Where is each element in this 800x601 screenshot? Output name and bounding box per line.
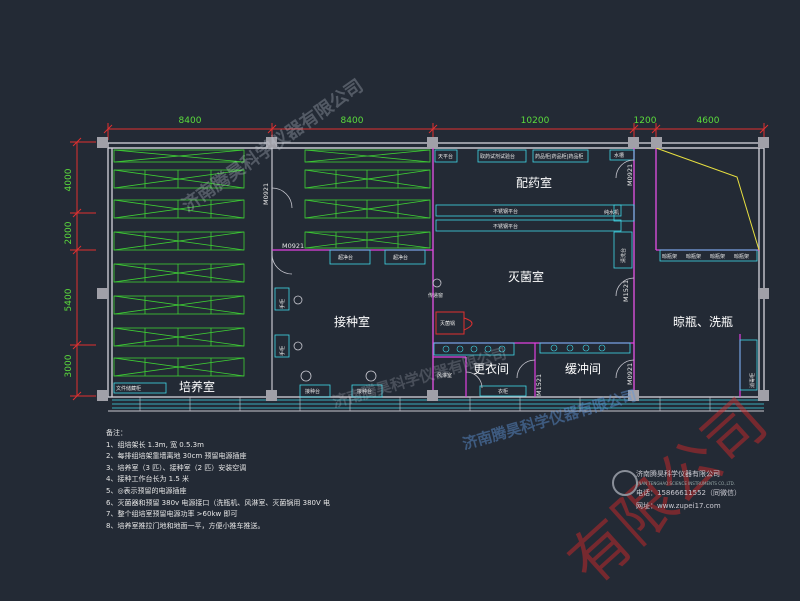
- fixtures-cyan: [113, 149, 758, 398]
- shelf-row: [304, 149, 431, 163]
- note-item: 5、◎表示预留的电源插座: [106, 486, 187, 495]
- door-tag: M1521: [535, 374, 543, 396]
- left-dimension-line: [70, 137, 96, 401]
- door-tag: M0921: [262, 183, 270, 205]
- equip-label: 不锈钢平台: [493, 208, 518, 215]
- equip-label: 超净台: [393, 254, 408, 261]
- door-tag: M0921: [626, 363, 634, 385]
- shelf-row: [304, 231, 431, 249]
- shelf-row: [113, 199, 245, 219]
- dim-left-3: 5400: [64, 288, 74, 311]
- dim-top-3: 10200: [521, 116, 550, 126]
- notes-block: 备注： 1、组培架长 1.3m, 宽 0.5.3m 2、每排组培架靠墙离地 30…: [106, 428, 330, 532]
- room-label-dispensing: 配药室: [516, 175, 552, 190]
- equip-label: 超净台: [338, 254, 353, 261]
- equip-label: 手柜: [279, 299, 286, 309]
- equip-label: 晾瓶架: [686, 253, 701, 260]
- note-item: 4、接种工作台长为 1.5 米: [106, 475, 190, 484]
- room-label-buffer: 缓冲间: [565, 361, 601, 376]
- room-label-drying: 晾瓶、洗瓶: [673, 314, 733, 329]
- equip-label: 文件储藏柜: [116, 385, 141, 392]
- left-dimension-labels: 4000 2000 5400 3000: [64, 168, 74, 377]
- brand-web: 网址：www.zupei17.com: [636, 502, 721, 510]
- corridor-band: [112, 399, 764, 409]
- shelf-row: [113, 263, 245, 283]
- equip-label: 消毒柜: [749, 373, 756, 388]
- equip-label: 药品柜|药品柜|药品柜: [535, 153, 583, 160]
- shelf-row: [113, 149, 245, 163]
- door-tag: M0921: [626, 164, 634, 186]
- room-label-dressing: 更衣间: [473, 361, 509, 376]
- shelf-row: [113, 295, 245, 315]
- equip-label: 晾瓶架: [662, 253, 677, 260]
- shelf-row: [113, 169, 245, 189]
- columns: [97, 137, 769, 401]
- shelf-row: [304, 199, 431, 219]
- dim-left-4: 3000: [64, 354, 74, 377]
- notes-title: 备注：: [106, 429, 127, 437]
- outer-walls: [107, 142, 765, 398]
- equip-label: 晾瓶架: [710, 253, 725, 260]
- dim-top-2: 8400: [341, 116, 364, 126]
- top-dimension-labels: 8400 8400 10200 1200 4600: [179, 116, 720, 126]
- shelf-row: [113, 231, 245, 251]
- interior-walls: [271, 148, 657, 397]
- equip-label: 接种台: [357, 388, 372, 395]
- yellow-outline: [655, 147, 760, 251]
- door-tag: M1521: [622, 280, 630, 302]
- dim-top-4: 1200: [634, 116, 657, 126]
- note-item: 6、灭菌器和预留 380v 电源接口（洗瓶机、风淋室、灭菌锅用 380V 电: [106, 498, 331, 507]
- equip-label: 不锈钢平台: [493, 223, 518, 230]
- equip-label: 水槽: [614, 152, 624, 159]
- dressing-lockers: [442, 344, 606, 353]
- equip-label: 取药试剂试验台: [480, 153, 515, 160]
- brand-company: 济南腾昊科学仪器有限公司: [636, 470, 720, 478]
- equipment-labels: 天平台 取药试剂试验台 药品柜|药品柜|药品柜 水槽 不锈钢平台 不锈钢平台 纯…: [116, 152, 756, 395]
- note-item: 8、培养室推拉门地和地面一平，方便小推车推送。: [106, 521, 265, 530]
- room-label-sterilization: 灭菌室: [508, 269, 544, 284]
- equip-label: 风淋室: [437, 372, 452, 379]
- culture-shelves: [113, 149, 431, 377]
- note-item: 1、组培架长 1.3m, 宽 0.5.3m: [106, 440, 204, 449]
- brand-company-en: JINAN TENGHAO SCIENCE INSTRUMENTS CO.,LT…: [636, 481, 736, 486]
- door-arcs: [271, 159, 635, 389]
- shelf-row: [113, 327, 245, 347]
- shelf-row: [304, 169, 431, 189]
- equip-label: 灭菌锅: [440, 320, 455, 327]
- sterilizer-red: [435, 311, 473, 335]
- door-tags: M0921 M0921 M0921 M0921 M1521 M1521: [262, 164, 634, 396]
- brand-block: 济南腾昊科学仪器有限公司 JINAN TENGHAO SCIENCE INSTR…: [636, 468, 741, 513]
- dim-top-5: 4600: [697, 116, 720, 126]
- socket-symbols: [293, 278, 442, 382]
- room-label-culture: 培养室: [179, 379, 215, 394]
- dim-left-2: 2000: [64, 221, 74, 244]
- dim-left-1: 4000: [64, 168, 74, 191]
- top-dimension-line: [103, 123, 769, 140]
- room-label-inoculation: 接种室: [334, 314, 370, 329]
- brand-phone: 电话：15866611552（同微信）: [636, 489, 741, 497]
- equip-label: 清洗台: [620, 248, 627, 263]
- equip-label: 晾瓶架: [734, 253, 749, 260]
- equip-label: 衣柜: [498, 388, 508, 395]
- equip-label: 手柜: [279, 346, 286, 356]
- company-logo-icon: [612, 470, 638, 496]
- note-item: 3、培养室（3 匹）、接种室（2 匹）安装空调: [106, 463, 247, 472]
- equip-label: 天平台: [438, 153, 453, 160]
- shelf-row: [113, 357, 245, 377]
- note-item: 2、每排组培架靠墙离地 30cm 预留电源插座: [106, 452, 247, 461]
- door-tag: M0921: [282, 242, 304, 250]
- equip-label: 接种台: [305, 388, 320, 395]
- equip-label: 纯水机: [604, 209, 619, 216]
- note-item: 7、整个组培室预留电源功率 >60kw 即可: [106, 510, 238, 519]
- dim-top-1: 8400: [179, 116, 202, 126]
- equip-label: 传递窗: [428, 292, 443, 299]
- corridor-ticks: [139, 397, 711, 411]
- room-labels: 培养室 接种室 灭菌室 配药室 更衣间 缓冲间 晾瓶、洗瓶: [179, 175, 733, 394]
